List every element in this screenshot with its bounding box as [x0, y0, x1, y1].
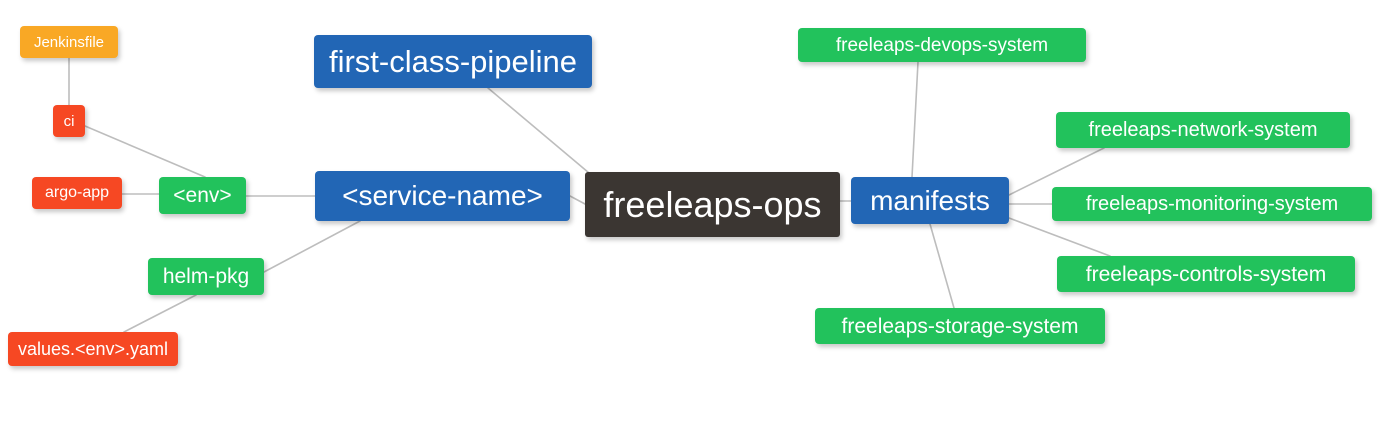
node-service-name[interactable]: <service-name> [315, 171, 570, 221]
node-label-freeleaps-network-system: freeleaps-network-system [1088, 119, 1318, 141]
node-label-ci: ci [63, 112, 75, 130]
node-label-freeleaps-controls-system: freeleaps-controls-system [1085, 262, 1327, 286]
node-values-yaml[interactable]: values.<env>.yaml [8, 332, 178, 366]
node-freeleaps-storage-system[interactable]: freeleaps-storage-system [815, 308, 1105, 344]
node-label-service-name: <service-name> [342, 180, 543, 211]
node-freeleaps-devops-system[interactable]: freeleaps-devops-system [798, 28, 1086, 62]
node-freeleaps-ops[interactable]: freeleaps-ops [585, 172, 840, 237]
node-label-freeleaps-storage-system: freeleaps-storage-system [841, 314, 1079, 338]
node-jenkinsfile[interactable]: Jenkinsfile [20, 26, 118, 58]
edge-manifests-to-freeleaps-devops-system [911, 61, 919, 178]
edge-service-name-to-helm-pkg [263, 220, 361, 273]
node-label-freeleaps-ops: freeleaps-ops [603, 183, 822, 225]
node-ci[interactable]: ci [53, 105, 85, 137]
node-env[interactable]: <env> [159, 177, 246, 214]
node-label-freeleaps-monitoring-system: freeleaps-monitoring-system [1085, 193, 1339, 215]
node-label-env: <env> [173, 184, 232, 207]
node-helm-pkg[interactable]: helm-pkg [148, 258, 264, 295]
node-first-class-pipeline[interactable]: first-class-pipeline [314, 35, 592, 88]
edge-helm-pkg-to-values-yaml [123, 294, 197, 333]
edge-manifests-to-freeleaps-storage-system [929, 223, 955, 309]
node-label-argo-app: argo-app [44, 184, 110, 201]
node-label-first-class-pipeline: first-class-pipeline [328, 44, 578, 79]
edge-freeleaps-ops-to-service-name [569, 195, 586, 205]
node-freeleaps-controls-system[interactable]: freeleaps-controls-system [1057, 256, 1355, 292]
node-argo-app[interactable]: argo-app [32, 177, 122, 209]
node-manifests[interactable]: manifests [851, 177, 1009, 224]
edge-env-to-ci [84, 125, 206, 178]
node-label-freeleaps-devops-system: freeleaps-devops-system [835, 34, 1049, 56]
edge-manifests-to-freeleaps-controls-system [1008, 217, 1111, 257]
node-label-helm-pkg: helm-pkg [162, 265, 250, 288]
node-freeleaps-monitoring-system[interactable]: freeleaps-monitoring-system [1052, 187, 1372, 221]
node-label-values-yaml: values.<env>.yaml [17, 339, 169, 359]
node-label-jenkinsfile: Jenkinsfile [33, 33, 105, 51]
edge-freeleaps-ops-to-first-class-pipeline [487, 87, 596, 179]
node-freeleaps-network-system[interactable]: freeleaps-network-system [1056, 112, 1350, 148]
node-label-manifests: manifests [870, 184, 990, 216]
